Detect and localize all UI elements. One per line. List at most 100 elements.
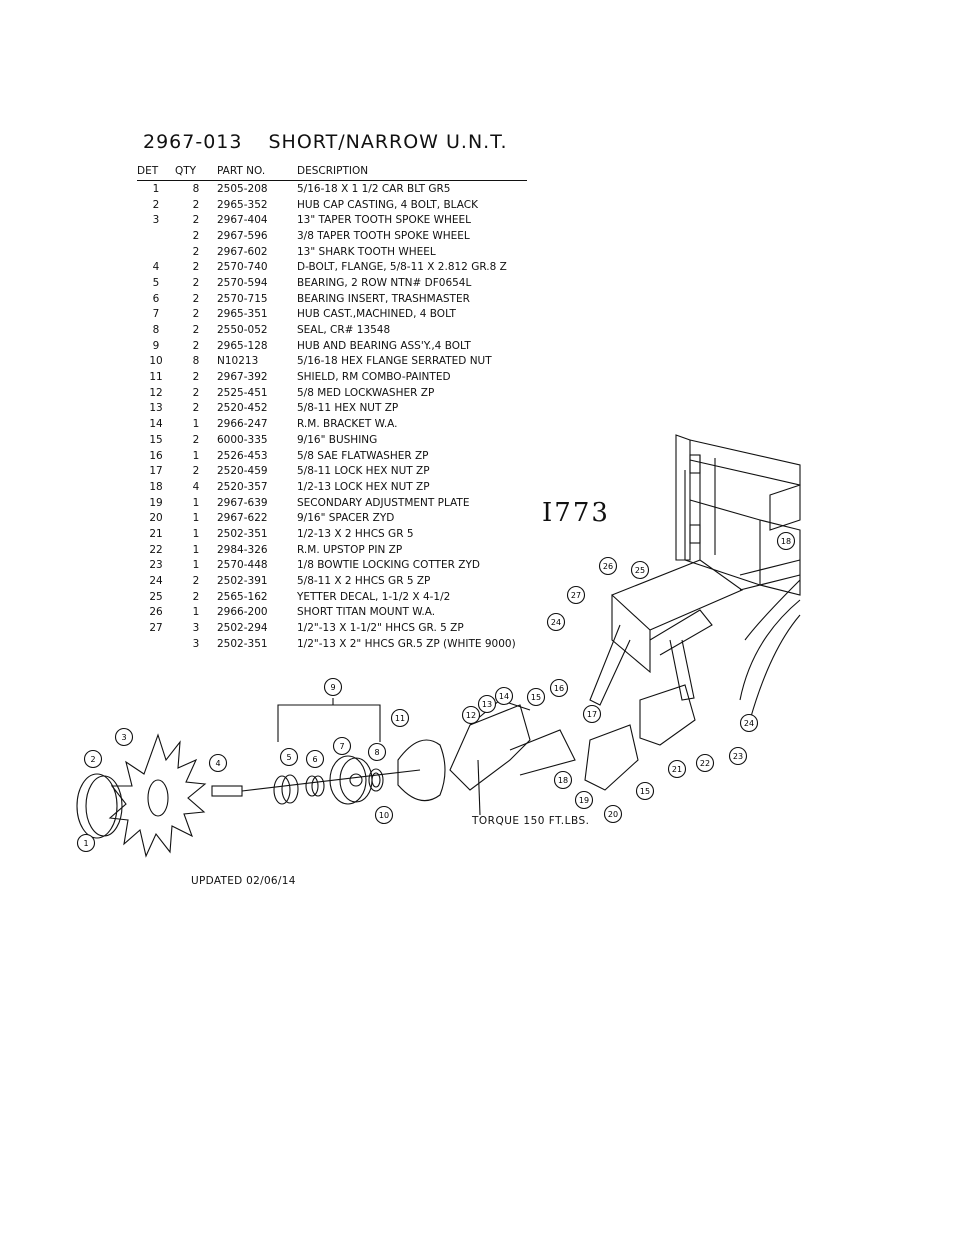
- cell-part-no: 2502-351: [217, 527, 268, 540]
- callout-label: 18: [558, 776, 568, 785]
- cell-part-no: 2966-247: [217, 418, 268, 431]
- callout-circle: [546, 612, 566, 632]
- cell-qty: 2: [192, 575, 200, 588]
- cell-qty: 2: [192, 339, 200, 352]
- callout-circle: [461, 705, 481, 725]
- titan-mount: [589, 559, 744, 706]
- callout-circle: [553, 770, 573, 790]
- cell-part-no: N10213: [217, 355, 259, 368]
- cell-qty: 2: [192, 371, 200, 384]
- cell-part-no: 2967-404: [217, 214, 268, 227]
- cell-part-no: 2526-453: [217, 449, 268, 462]
- callout-circle: [114, 727, 134, 747]
- callout-circle: [695, 753, 715, 773]
- callout-1: 1: [76, 833, 96, 853]
- cell-det: 5: [152, 276, 160, 289]
- cell-description: HUB AND BEARING ASS'Y.,4 BOLT: [297, 339, 471, 352]
- parts-table-header: DET QTY PART NO. DESCRIPTION: [137, 164, 527, 181]
- hub-assembly-bracket: [277, 704, 381, 742]
- callout-4: 4: [208, 753, 228, 773]
- cell-qty: 2: [192, 292, 200, 305]
- cell-part-no: 2550-052: [217, 324, 268, 337]
- cell-part-no: 2570-740: [217, 261, 268, 274]
- callout-9: 9: [323, 677, 343, 697]
- callout-label: 24: [551, 618, 561, 627]
- callout-11: 11: [390, 708, 410, 728]
- callout-14: 14: [494, 686, 514, 706]
- cell-description: BEARING, 2 ROW NTN# DF0654L: [297, 276, 472, 289]
- callout-label: 6: [312, 755, 317, 764]
- callout-label: 18: [781, 537, 791, 546]
- callout-7: 7: [332, 736, 352, 756]
- cell-det: 11: [149, 371, 163, 384]
- callout-circle: [549, 678, 569, 698]
- cell-det: 9: [152, 339, 160, 352]
- callout-18: 18: [553, 770, 573, 790]
- callout-label: 13: [482, 700, 492, 709]
- callout-16: 16: [549, 678, 569, 698]
- callout-label: 1: [83, 839, 88, 848]
- cell-description: 5/16-18 HEX FLANGE SERRATED NUT: [297, 355, 492, 368]
- cell-det: 3: [152, 214, 160, 227]
- bearing-insert: [305, 775, 325, 797]
- callout-circle: [390, 708, 410, 728]
- cell-det: 16: [149, 449, 163, 462]
- callout-label: 15: [640, 787, 650, 796]
- cell-part-no: 2966-200: [217, 606, 268, 619]
- cell-qty: 2: [192, 465, 200, 478]
- cell-description: 5/8 MED LOCKWASHER ZP: [297, 386, 435, 399]
- cell-description: 3/8 TAPER TOOTH SPOKE WHEEL: [297, 229, 470, 242]
- cell-description: SEAL, CR# 13548: [297, 324, 391, 337]
- callout-25: 25: [630, 560, 650, 580]
- cell-qty: 2: [192, 245, 200, 258]
- cell-qty: 3: [192, 637, 200, 650]
- cell-qty: 4: [192, 480, 200, 493]
- cell-part-no: 2570-715: [217, 292, 268, 305]
- cell-det: 24: [149, 575, 163, 588]
- callout-23: 23: [728, 746, 748, 766]
- cell-part-no: 2967-622: [217, 512, 268, 525]
- cell-det: 23: [149, 559, 163, 572]
- callout-label: 10: [379, 811, 389, 820]
- callout-circle: [477, 694, 497, 714]
- callout-circle: [728, 746, 748, 766]
- cell-description: R.M. UPSTOP PIN ZP: [297, 543, 403, 556]
- cell-description: 1/8 BOWTIE LOCKING COTTER ZYD: [297, 559, 480, 572]
- callout-label: 27: [571, 591, 581, 600]
- cell-det: 17: [149, 465, 163, 478]
- cell-description: D-BOLT, FLANGE, 5/8-11 X 2.812 GR.8 Z: [297, 261, 507, 274]
- cell-description: SHIELD, RM COMBO-PAINTED: [297, 371, 451, 384]
- callout-circle: [598, 556, 618, 576]
- callout-label: 5: [286, 753, 291, 762]
- cell-qty: 1: [192, 496, 200, 509]
- callout-label: 23: [733, 752, 743, 761]
- cell-description: 5/8-11 HEX NUT ZP: [297, 402, 399, 415]
- cell-description: 9/16" BUSHING: [297, 433, 378, 446]
- cell-qty: 2: [192, 402, 200, 415]
- cell-qty: 3: [192, 622, 200, 635]
- cell-det: 20: [149, 512, 163, 525]
- callout-label: 25: [635, 566, 645, 575]
- callout-circle: [323, 677, 343, 697]
- callout-label: 19: [579, 796, 589, 805]
- callout-circle: [603, 804, 623, 824]
- callout-circle: [739, 713, 759, 733]
- cell-description: 1/2"-13 X 2" HHCS GR.5 ZP (WHITE 9000): [297, 637, 516, 650]
- callout-label: 20: [608, 810, 618, 819]
- cell-description: HUB CAP CASTING, 4 BOLT, BLACK: [297, 198, 478, 211]
- cell-det: 12: [149, 386, 163, 399]
- cell-part-no: 2967-602: [217, 245, 268, 258]
- callout-circle: [574, 790, 594, 810]
- title-part-number: 2967-013: [143, 131, 243, 153]
- col-part-no: PART NO.: [217, 165, 266, 177]
- frame-weldment: [675, 434, 801, 721]
